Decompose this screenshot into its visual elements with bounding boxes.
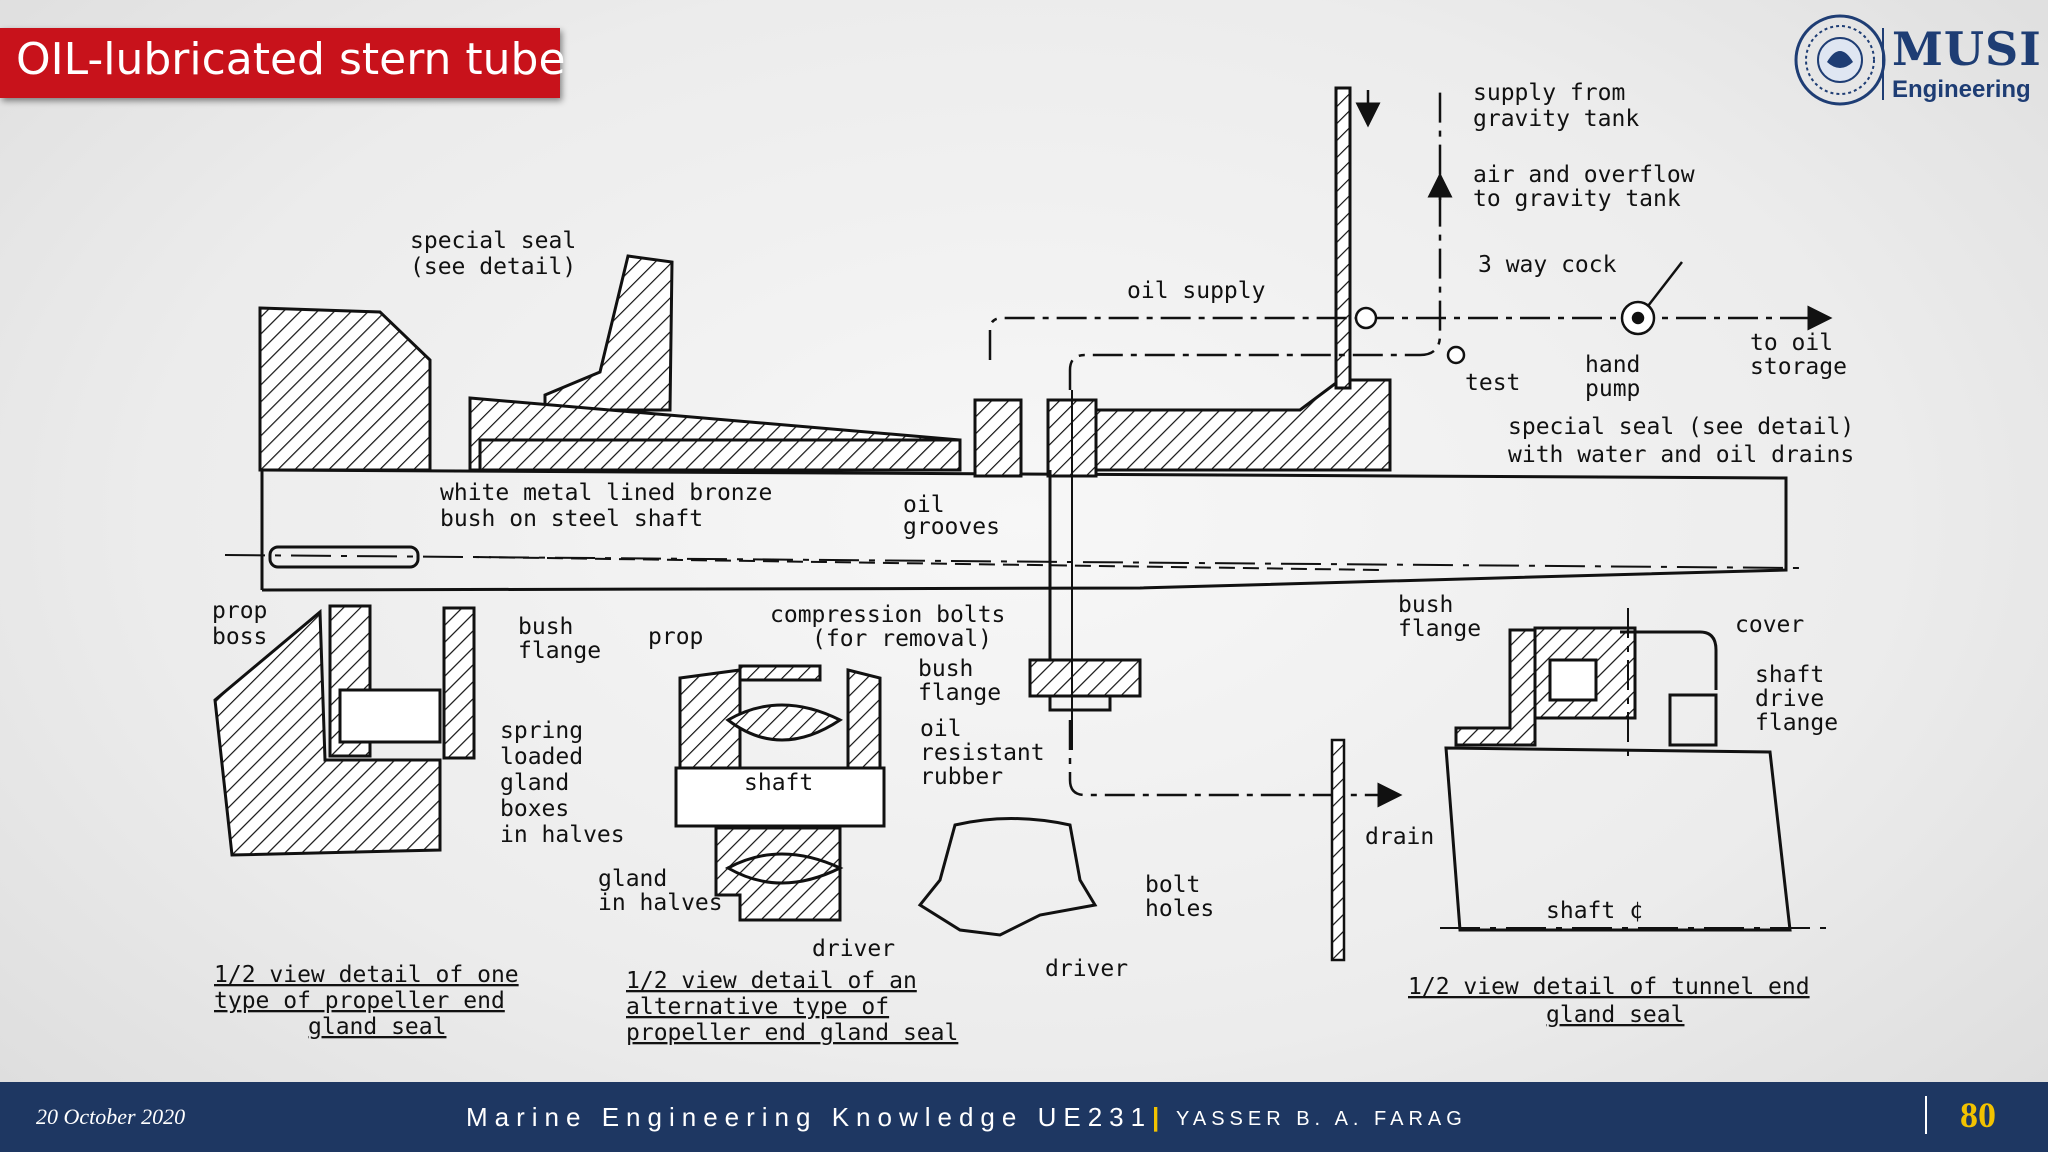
label: gland: [598, 866, 667, 892]
label: storage: [1750, 354, 1847, 380]
caption-line: gland seal: [1546, 1002, 1684, 1028]
label: 3 way cock: [1478, 252, 1617, 278]
page-number: 80: [1960, 1095, 1996, 1135]
caption-line: 1/2 view detail of one: [214, 962, 519, 988]
detail-propeller-gland-alternative: [674, 664, 1098, 937]
emblem-icon: [1794, 14, 1886, 106]
stern-tube-diagram: special seal (see detail) supply from gr…: [212, 80, 1854, 1046]
stern-tube-assembly: [224, 86, 1801, 750]
label: gland: [500, 770, 569, 796]
label: gravity tank: [1473, 106, 1639, 132]
detail-tunnel-gland: [1440, 608, 1830, 932]
footer-separator: |: [1152, 1102, 1160, 1132]
label: in halves: [500, 822, 625, 848]
logo-name: MUSI: [1892, 22, 2042, 76]
label: oil supply: [1127, 278, 1265, 304]
label: shaft: [744, 770, 813, 796]
label: compression bolts: [770, 602, 1005, 628]
label: bolt: [1145, 872, 1200, 898]
label: bush: [518, 614, 573, 640]
label: (see detail): [410, 254, 576, 280]
label: bush: [918, 656, 973, 682]
label: boxes: [500, 796, 569, 822]
musi-logo: [1785, 10, 2035, 110]
label: white metal lined bronze: [440, 480, 772, 506]
label: in halves: [598, 890, 723, 916]
label: holes: [1145, 896, 1214, 922]
label: drain: [1365, 824, 1434, 850]
label: test: [1465, 370, 1520, 396]
slide-footer: 20 October 2020 Marine Engineering Knowl…: [0, 1082, 2048, 1152]
label: loaded: [500, 744, 583, 770]
caption-line: gland seal: [308, 1014, 446, 1040]
label: special seal (see detail): [1508, 414, 1854, 440]
caption-line: type of propeller end: [214, 988, 505, 1014]
label: rubber: [920, 764, 1003, 790]
label: shaft: [1755, 662, 1824, 688]
label: shaft ¢: [1546, 898, 1643, 924]
label: to oil: [1750, 330, 1833, 356]
label: to gravity tank: [1473, 186, 1681, 212]
label: cover: [1735, 612, 1804, 638]
caption-line: alternative type of: [626, 994, 889, 1020]
label: special seal: [410, 228, 576, 254]
label: flange: [518, 638, 601, 664]
footer-divider: [1925, 1096, 1927, 1134]
label: bush on steel shaft: [440, 506, 703, 532]
logo-subtitle: Engineering: [1892, 76, 2031, 103]
label: with water and oil drains: [1508, 442, 1854, 468]
label: driver: [812, 936, 895, 962]
footer-date: 20 October 2020: [36, 1104, 186, 1129]
label: hand: [1585, 352, 1640, 378]
label: spring: [500, 718, 583, 744]
detail-propeller-gland-one: [213, 604, 476, 857]
footer-author: YASSER B. A. FARAG: [1176, 1108, 1467, 1130]
label: boss: [212, 624, 267, 650]
oil-piping: [988, 90, 1833, 962]
label: prop: [648, 624, 703, 650]
label: flange: [918, 680, 1001, 706]
label: bush: [1398, 592, 1453, 618]
caption-line: 1/2 view detail of tunnel end: [1408, 974, 1810, 1000]
label: air and overflow: [1473, 162, 1695, 188]
label: supply from: [1473, 80, 1625, 106]
label: drive: [1755, 686, 1824, 712]
label: oil: [903, 492, 945, 518]
caption-line: propeller end gland seal: [626, 1020, 958, 1046]
label: flange: [1398, 616, 1481, 642]
caption-line: 1/2 view detail of an: [626, 968, 917, 994]
slide-title: OIL-lubricated stern tube: [16, 34, 566, 85]
label: oil: [920, 716, 962, 742]
label: flange: [1755, 710, 1838, 736]
label: driver: [1045, 956, 1128, 982]
label: resistant: [920, 740, 1045, 766]
footer-course: Marine Engineering Knowledge UE231: [466, 1102, 1153, 1132]
label: grooves: [903, 514, 1000, 540]
logo-divider: [1882, 28, 1884, 100]
label: pump: [1585, 376, 1640, 402]
slide-title-banner: OIL-lubricated stern tube: [0, 28, 566, 98]
label: prop: [212, 598, 267, 624]
diagram-labels: special seal (see detail) supply from gr…: [212, 80, 1854, 1046]
label: (for removal): [812, 626, 992, 652]
